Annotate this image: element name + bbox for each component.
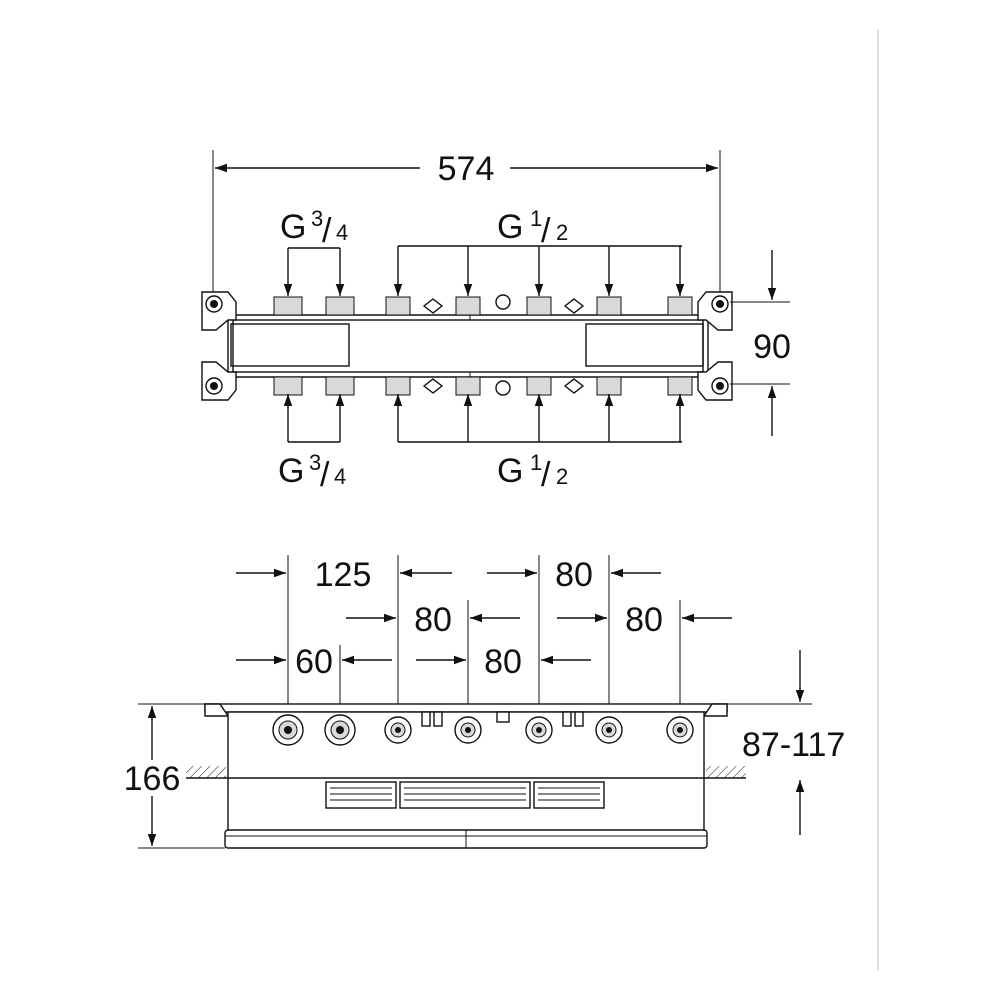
height-166-label: 166	[124, 760, 181, 798]
outlet-bottom-num: 1	[530, 450, 542, 475]
width-label: 574	[438, 150, 495, 188]
outlet-bottom-base: G	[497, 452, 523, 490]
outlet-top-base: G	[497, 208, 523, 246]
depth-range-label: 87-117	[742, 726, 845, 764]
svg-text:/: /	[320, 456, 330, 494]
spacing-row-3: 60 80	[236, 643, 591, 681]
svg-text:/: /	[541, 212, 551, 250]
inlet-bottom-base: G	[278, 452, 304, 490]
svg-text:G: G	[280, 208, 306, 246]
spacing-80-d-label: 80	[484, 643, 522, 681]
front-view: 125 80 80 80 60 80	[124, 555, 845, 849]
inlet-bottom-callout: G 3 / 4	[278, 394, 346, 494]
height-dimension: 90	[730, 250, 791, 436]
spacing-80-c-label: 80	[625, 601, 663, 639]
top-view-body	[201, 291, 733, 401]
outlet-top-callout: G 1 / 2	[393, 206, 685, 296]
inlet-top-den: 4	[336, 220, 348, 245]
depth-dimension: 87-117	[727, 650, 845, 835]
outlet-top-num: 1	[530, 206, 542, 231]
width-dimension: 574	[212, 150, 721, 300]
height-166-dimension: 166	[124, 703, 225, 849]
spacing-row-1: 125 80	[236, 556, 661, 594]
outlet-top-den: 2	[556, 220, 568, 245]
front-connectors	[272, 714, 694, 746]
outlet-bottom-callout: G 1 / 2	[393, 394, 685, 494]
spacing-row-2: 80 80	[346, 601, 732, 639]
inlet-top-base: G	[280, 208, 306, 246]
spacing-80-a-label: 80	[555, 556, 593, 594]
top-view: 574 G 3 / 4 G 1 / 2	[201, 150, 791, 494]
wall-hatch-right	[706, 766, 746, 778]
inlet-bottom-den: 4	[334, 464, 346, 489]
svg-text:/: /	[322, 212, 332, 250]
inlet-bottom-num: 3	[309, 450, 321, 475]
inlet-top-callout: G 3 / 4	[280, 206, 348, 296]
spacing-80-b-label: 80	[414, 601, 452, 639]
spacing-125-label: 125	[315, 556, 372, 594]
outlet-bottom-den: 2	[556, 464, 568, 489]
inlet-top-num: 3	[311, 206, 323, 231]
svg-text:/: /	[541, 456, 551, 494]
extension-lines	[287, 555, 681, 718]
height-label: 90	[753, 328, 791, 366]
grille-panels	[325, 781, 605, 809]
wall-hatch-left	[186, 766, 226, 778]
front-view-body	[186, 703, 746, 849]
spacing-60-label: 60	[295, 643, 333, 681]
